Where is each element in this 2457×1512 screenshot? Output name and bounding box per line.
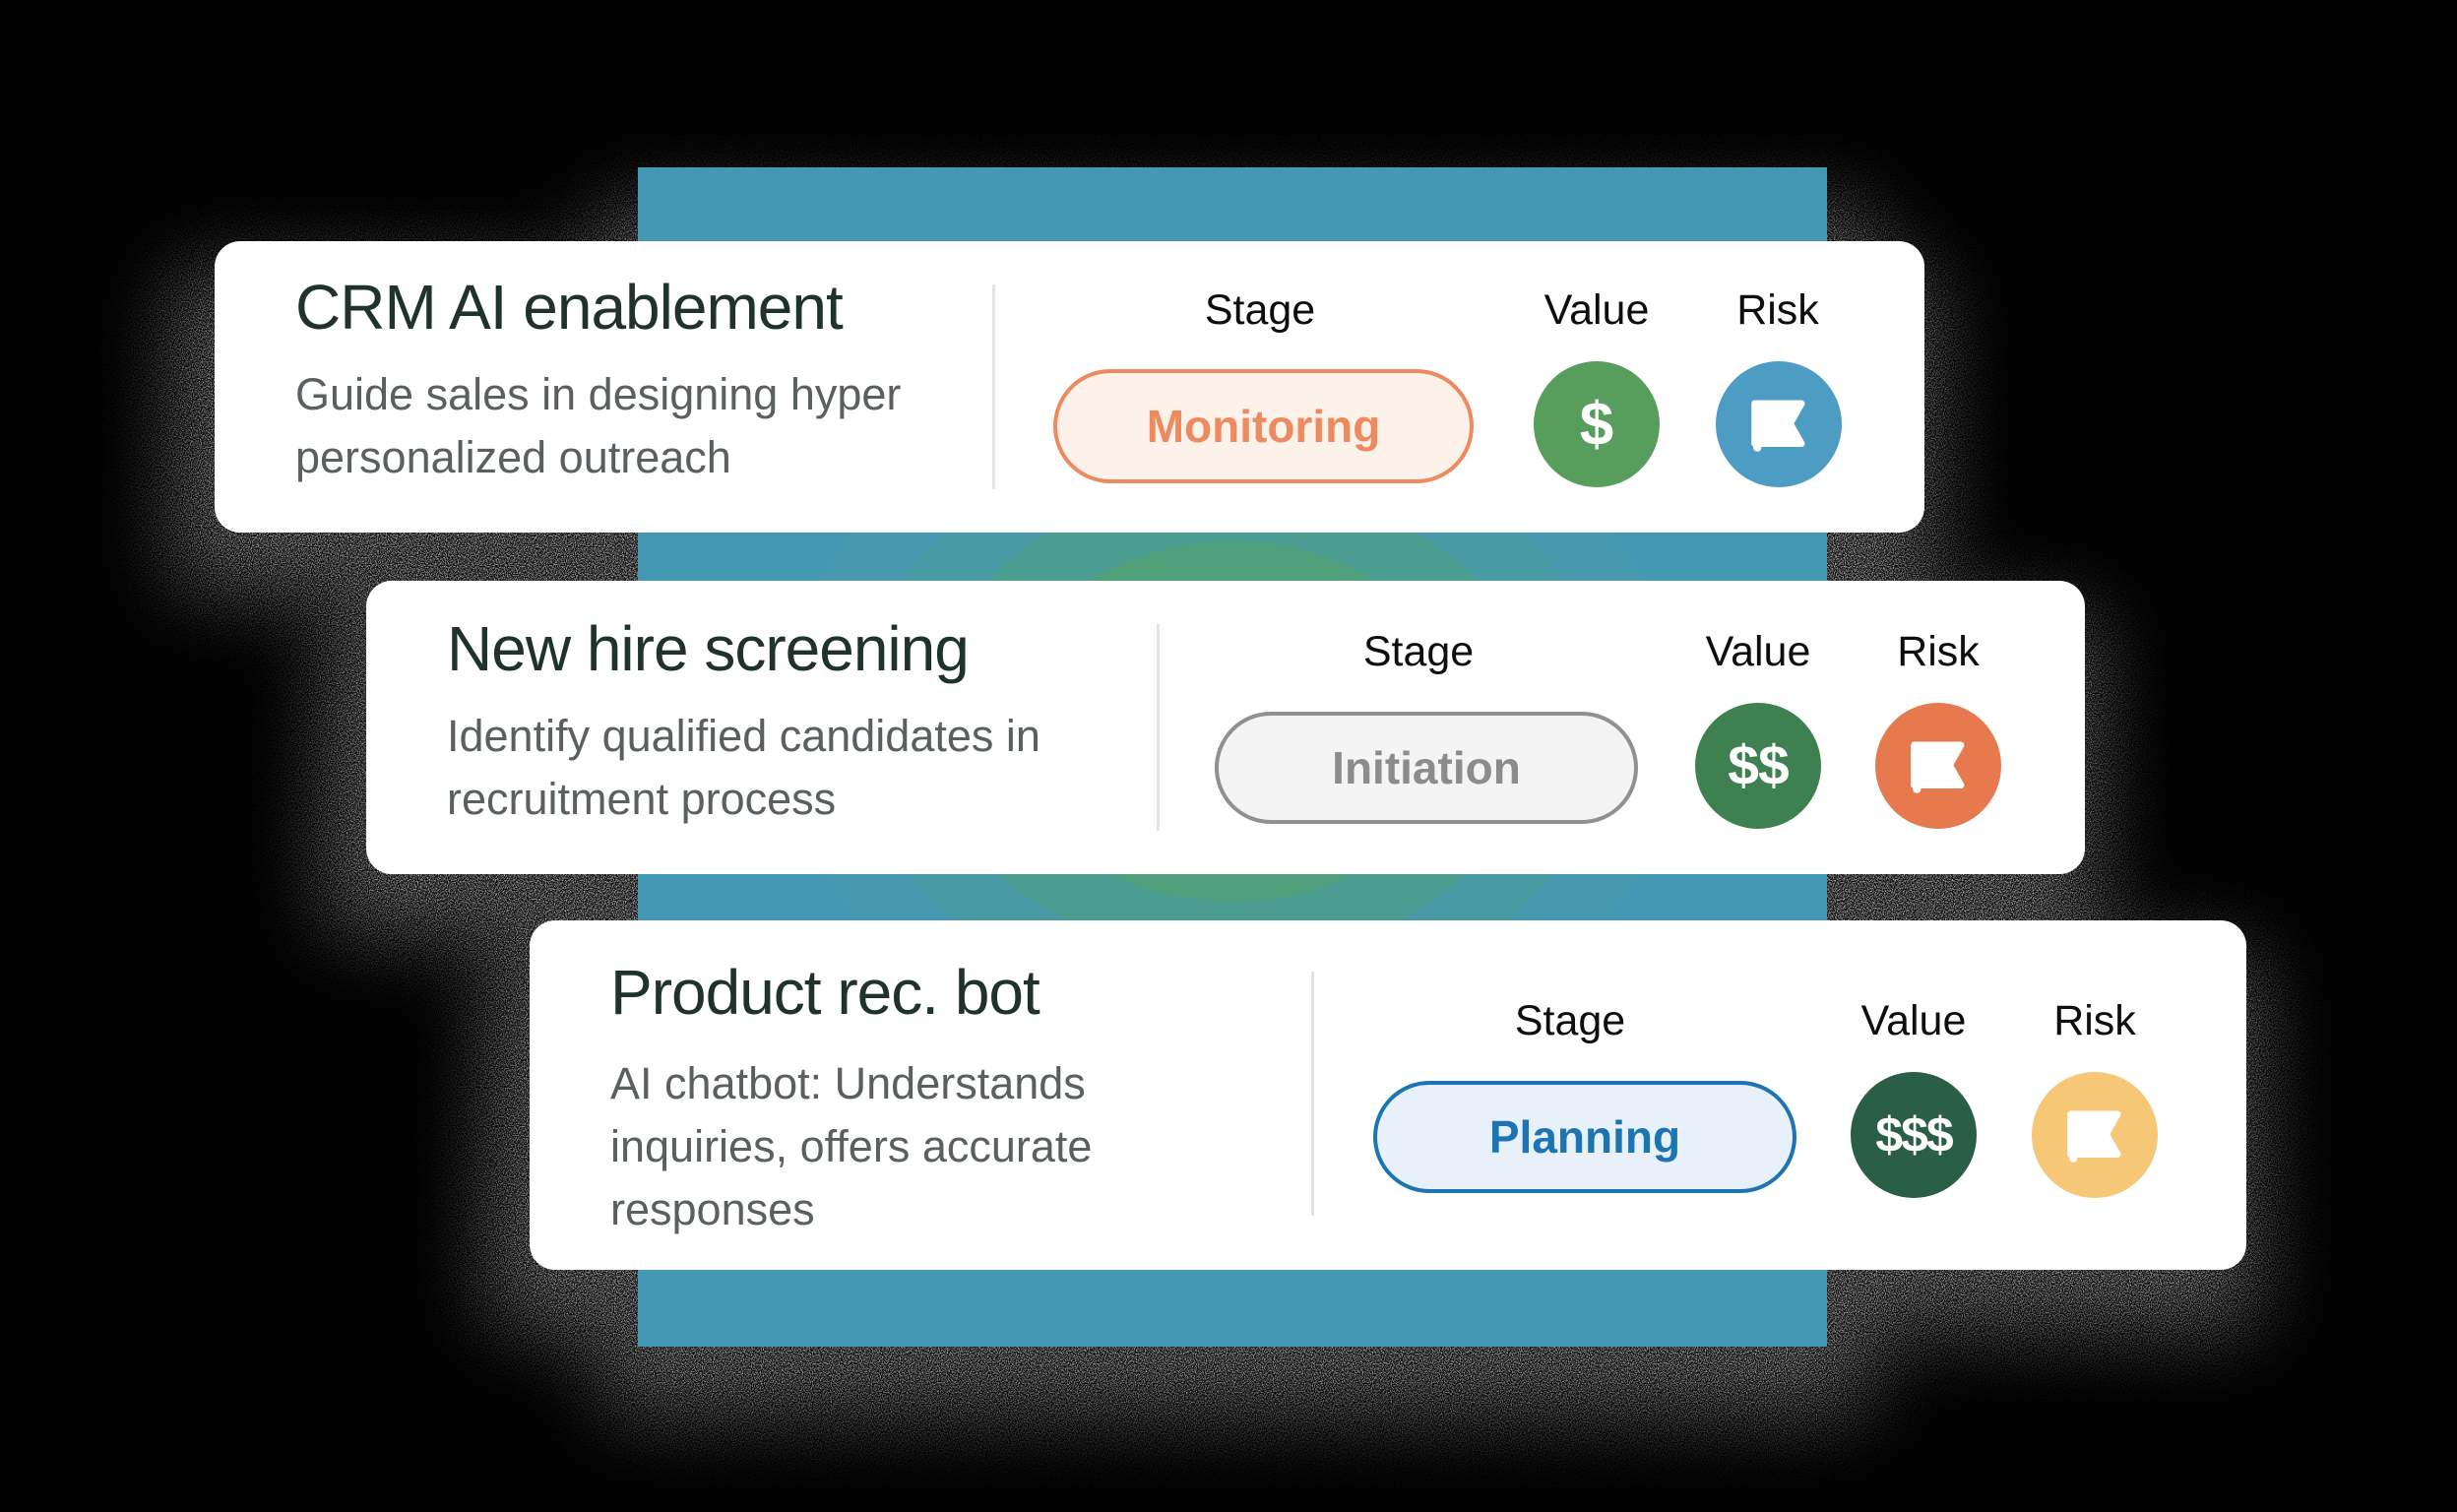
flag-icon — [1751, 400, 1805, 452]
project-card: CRM AI enablement Guide sales in designi… — [215, 241, 1924, 533]
value-column-header: Value — [1860, 997, 1967, 1044]
risk-column-header: Risk — [2053, 997, 2136, 1044]
dollar-text: $ — [1579, 390, 1614, 459]
card-title: Product rec. bot — [610, 957, 1040, 1028]
stage-column-header: Stage — [1362, 628, 1475, 675]
vertical-divider — [1311, 972, 1314, 1216]
risk-column-header: Risk — [1897, 628, 1980, 675]
vertical-divider — [992, 284, 995, 489]
value-indicator: $$$ — [1851, 1072, 1977, 1198]
description-line: AI chatbot: Understands — [610, 1058, 1086, 1108]
description-line: Guide sales in designing hyper — [295, 369, 902, 419]
value-column-header: Value — [1705, 628, 1811, 675]
card-title: New hire screening — [447, 613, 970, 684]
value-indicator: $$ — [1695, 703, 1821, 829]
dollar-text: $$$ — [1875, 1107, 1953, 1163]
project-card: New hire screening Identify qualified ca… — [366, 581, 2085, 874]
description-line: responses — [610, 1184, 815, 1234]
stage-badge[interactable]: Planning — [1373, 1081, 1796, 1193]
stage-badge-label: Initiation — [1332, 742, 1521, 793]
stage-badge-label: Monitoring — [1146, 401, 1381, 452]
card-title: CRM AI enablement — [295, 272, 844, 343]
value-indicator: $ — [1534, 361, 1660, 487]
flag-icon — [1911, 741, 1965, 793]
stage-column-header: Stage — [1204, 286, 1316, 334]
stage-badge-label: Planning — [1488, 1111, 1681, 1163]
risk-indicator — [1875, 703, 2001, 829]
stage-column-header: Stage — [1514, 997, 1626, 1044]
card-description: Identify qualified candidates in recruit… — [447, 705, 1040, 831]
card-description: Guide sales in designing hyper personali… — [295, 363, 901, 489]
risk-indicator — [2032, 1072, 2158, 1198]
stage-badge[interactable]: Monitoring — [1053, 369, 1474, 483]
vertical-divider — [1157, 624, 1160, 831]
flag-icon — [2067, 1110, 2121, 1163]
description-line: inquiries, offers accurate — [610, 1121, 1093, 1171]
description-line: Identify qualified candidates in — [447, 711, 1040, 761]
description-line: personalized outreach — [295, 432, 731, 482]
risk-column-header: Risk — [1736, 286, 1819, 334]
dollar-text: $$ — [1728, 734, 1789, 797]
stage-badge[interactable]: Initiation — [1215, 712, 1638, 824]
card-description: AI chatbot: Understands inquiries, offer… — [610, 1052, 1092, 1241]
project-card: Product rec. bot AI chatbot: Understands… — [530, 920, 2246, 1270]
risk-indicator — [1716, 361, 1842, 487]
value-column-header: Value — [1544, 286, 1650, 334]
description-line: recruitment process — [447, 774, 837, 824]
